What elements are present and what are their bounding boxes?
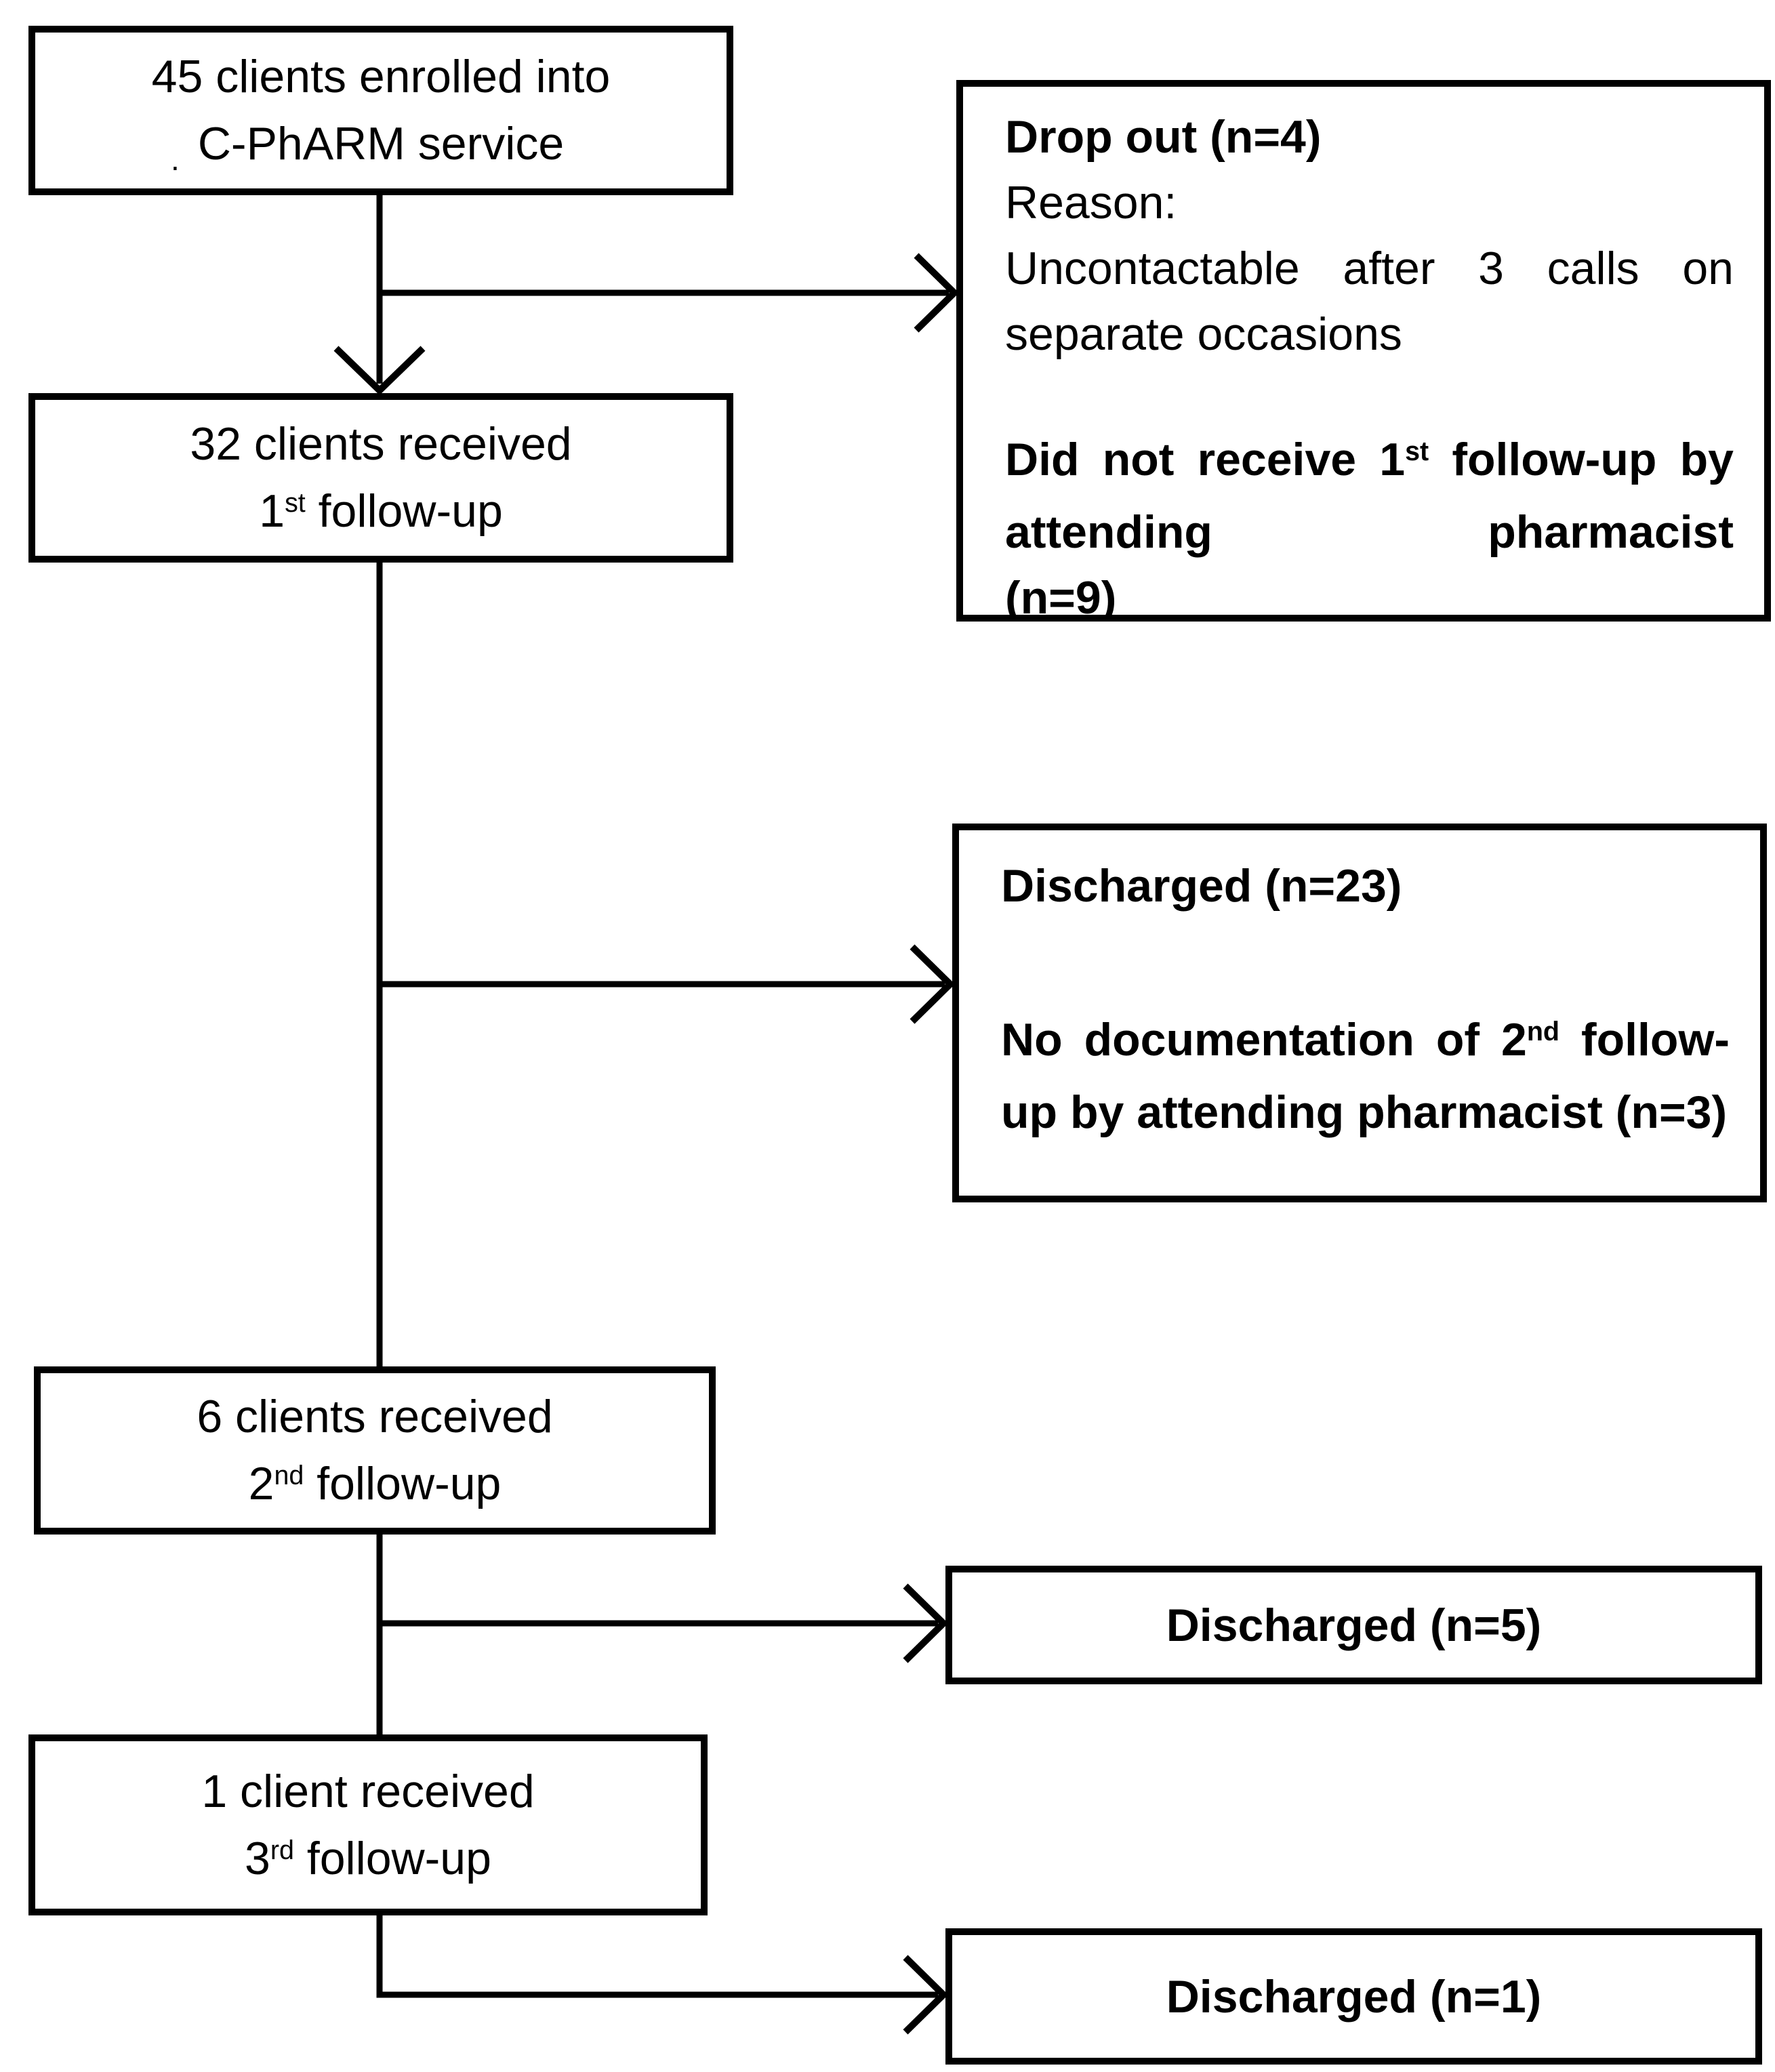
followup3-ordinal: 3 xyxy=(245,1832,270,1884)
arrowhead-right-dropout-icon xyxy=(914,253,960,333)
followup1-ordinal: 1 xyxy=(259,485,285,537)
followup1-line1: 32 clients received xyxy=(190,418,572,470)
discharged5-label: Discharged (n=5) xyxy=(1166,1599,1542,1651)
discharged23-note-ordinal-suffix: nd xyxy=(1526,1017,1559,1047)
followup1-line2: 1st follow-up xyxy=(259,478,503,545)
discharged23-title: Discharged (n=23) xyxy=(1001,860,1402,912)
followup2-rest: follow-up xyxy=(304,1458,502,1509)
followup3-line1: 1 client received xyxy=(201,1765,535,1817)
followup1-rest: follow-up xyxy=(305,485,503,537)
stray-dot-mark: . xyxy=(171,142,180,177)
arrowhead-right-discharged5-icon xyxy=(903,1583,949,1663)
dropout-note-pre: Did not receive 1 xyxy=(1005,434,1406,485)
arrowhead-right-discharged1-icon xyxy=(903,1955,949,2035)
discharged23-note-pre: No documentation of 2 xyxy=(1001,1014,1527,1065)
discharged1-label: Discharged (n=1) xyxy=(1166,1970,1542,2023)
arrowhead-down-icon xyxy=(333,346,426,395)
box-third-followup: 1 client received 3rd follow-up xyxy=(28,1734,708,1915)
followup1-ordinal-suffix: st xyxy=(285,488,306,519)
connector-followup3-to-discharged1 xyxy=(376,1915,938,1998)
dropout-reason-label: Reason: xyxy=(1005,177,1177,228)
box-enrolled: 45 clients enrolled into C-PhARM service xyxy=(28,26,733,195)
discharged23-note-post: follow-up by attending pharmacist (n=3) xyxy=(1001,1014,1730,1138)
dropout-title: Drop out (n=4) xyxy=(1005,111,1322,163)
dropout-note-post: follow-up by attending pharmacist xyxy=(1005,434,1734,558)
followup2-ordinal: 2 xyxy=(248,1458,274,1509)
followup2-line1: 6 clients received xyxy=(197,1391,553,1443)
dropout-note-tail: (n=9) xyxy=(1005,572,1117,622)
arrowhead-right-discharged23-icon xyxy=(910,944,956,1024)
box-second-followup: 6 clients received 2nd follow-up xyxy=(34,1366,716,1535)
box-discharged-23: Discharged (n=23) No documentation of 2n… xyxy=(952,824,1767,1202)
box-first-followup: 32 clients received 1st follow-up xyxy=(28,393,733,563)
dropout-note: Did not receive 1st follow-up by attendi… xyxy=(1005,427,1734,565)
followup3-line2: 3rd follow-up xyxy=(245,1825,491,1892)
followup2-line2: 2nd follow-up xyxy=(249,1450,502,1518)
followup3-ordinal-suffix: rd xyxy=(270,1835,294,1865)
enrolled-line1: 45 clients enrolled into xyxy=(151,51,611,103)
dropout-reason-text: Uncontactable after 3 calls on separate … xyxy=(1005,243,1734,360)
box-discharged-5: Discharged (n=5) xyxy=(945,1566,1762,1684)
discharged23-note: No documentation of 2nd follow-up by att… xyxy=(1001,1007,1730,1145)
enrolled-line2: C-PhARM service xyxy=(197,118,565,169)
box-drop-out: Drop out (n=4) Reason: Uncontactable aft… xyxy=(956,80,1771,622)
followup2-ordinal-suffix: nd xyxy=(274,1461,304,1491)
box-discharged-1: Discharged (n=1) xyxy=(945,1928,1762,2065)
followup3-rest: follow-up xyxy=(293,1832,491,1884)
dropout-note-ordinal-suffix: st xyxy=(1405,436,1429,467)
